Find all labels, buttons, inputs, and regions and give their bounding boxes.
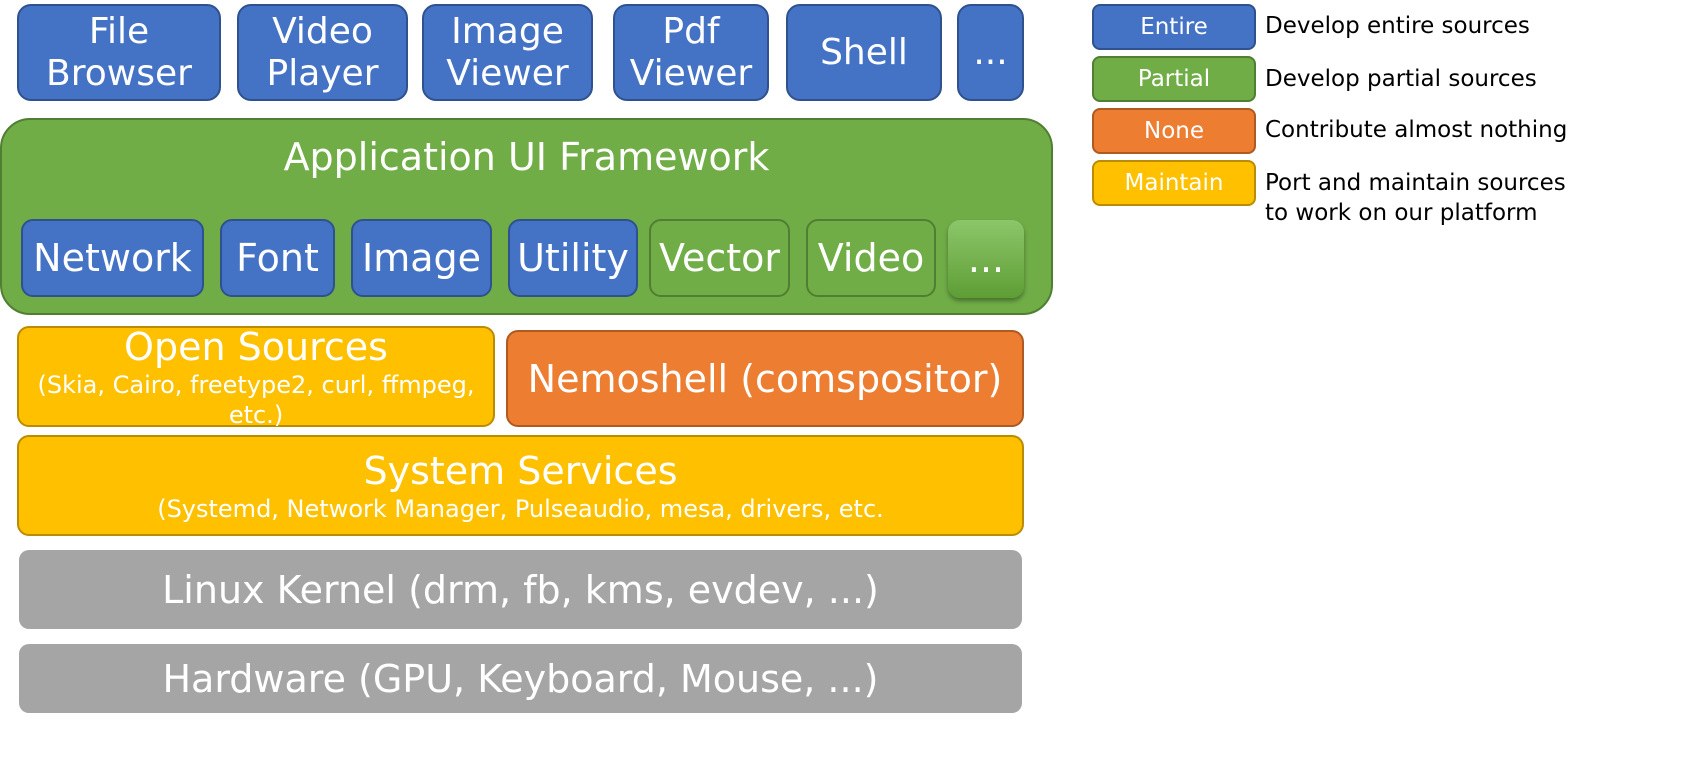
pdf-viewer-label-line1: Pdf	[662, 10, 720, 52]
video-module-box: Video	[806, 219, 936, 297]
image-module-label: Image	[361, 236, 481, 280]
pdf-viewer-box: Pdf Viewer	[613, 4, 769, 101]
legend-none-key: None	[1092, 108, 1256, 154]
legend-maintain-text-line2: to work on our platform	[1265, 200, 1538, 226]
legend-partial-text: Develop partial sources	[1265, 66, 1537, 92]
image-viewer-label-line2: Viewer	[446, 52, 569, 94]
system-services-box: System Services (Systemd, Network Manage…	[17, 435, 1024, 536]
legend-partial-key: Partial	[1092, 56, 1256, 102]
apps-more-box: ...	[957, 4, 1024, 101]
hardware-label: Hardware (GPU, Keyboard, Mouse, ...)	[162, 656, 879, 701]
network-module-label: Network	[33, 236, 192, 280]
open-sources-box: Open Sources (Skia, Cairo, freetype2, cu…	[17, 324, 495, 429]
framework-more-label: ...	[967, 237, 1005, 281]
apps-more-label: ...	[973, 31, 1008, 73]
font-module-label: Font	[236, 236, 319, 280]
system-services-title: System Services	[363, 448, 678, 493]
utility-module-box: Utility	[508, 219, 638, 297]
hardware-box: Hardware (GPU, Keyboard, Mouse, ...)	[19, 644, 1022, 713]
open-sources-title: Open Sources	[124, 324, 388, 369]
linux-kernel-label: Linux Kernel (drm, fb, kms, evdev, ...)	[162, 567, 879, 612]
nemoshell-label: Nemoshell (comspositor)	[527, 356, 1003, 401]
video-module-label: Video	[817, 236, 925, 280]
shell-box: Shell	[786, 4, 942, 101]
video-player-box: Video Player	[237, 4, 408, 101]
video-player-label-line1: Video	[272, 10, 373, 52]
system-services-subtitle: (Systemd, Network Manager, Pulseaudio, m…	[157, 494, 884, 523]
file-browser-label-line2: Browser	[46, 52, 192, 94]
legend-maintain-key: Maintain	[1092, 160, 1256, 206]
legend-entire-text: Develop entire sources	[1265, 13, 1530, 39]
vector-module-label: Vector	[658, 236, 781, 280]
image-module-box: Image	[351, 219, 492, 297]
legend-entire-key: Entire	[1092, 4, 1256, 50]
open-sources-subtitle: (Skia, Cairo, freetype2, curl, ffmpeg, e…	[37, 370, 475, 429]
legend-maintain-text-line1: Port and maintain sources	[1265, 170, 1566, 196]
image-viewer-box: Image Viewer	[422, 4, 593, 101]
file-browser-box: File Browser	[17, 4, 221, 101]
legend-none-text: Contribute almost nothing	[1265, 117, 1568, 143]
linux-kernel-box: Linux Kernel (drm, fb, kms, evdev, ...)	[19, 550, 1022, 629]
vector-module-box: Vector	[649, 219, 790, 297]
network-module-box: Network	[21, 219, 204, 297]
legend-maintain-text: Port and maintain sources to work on our…	[1265, 168, 1566, 228]
utility-module-label: Utility	[517, 236, 629, 280]
shell-label: Shell	[820, 31, 908, 73]
video-player-label-line2: Player	[266, 52, 379, 94]
nemoshell-box: Nemoshell (comspositor)	[506, 330, 1024, 427]
font-module-box: Font	[220, 219, 335, 297]
pdf-viewer-label-line2: Viewer	[629, 52, 753, 94]
app-ui-framework-title: Application UI Framework	[283, 135, 770, 179]
file-browser-label-line1: File	[88, 10, 150, 52]
framework-more-box: ...	[948, 220, 1024, 298]
image-viewer-label-line1: Image	[451, 10, 564, 52]
